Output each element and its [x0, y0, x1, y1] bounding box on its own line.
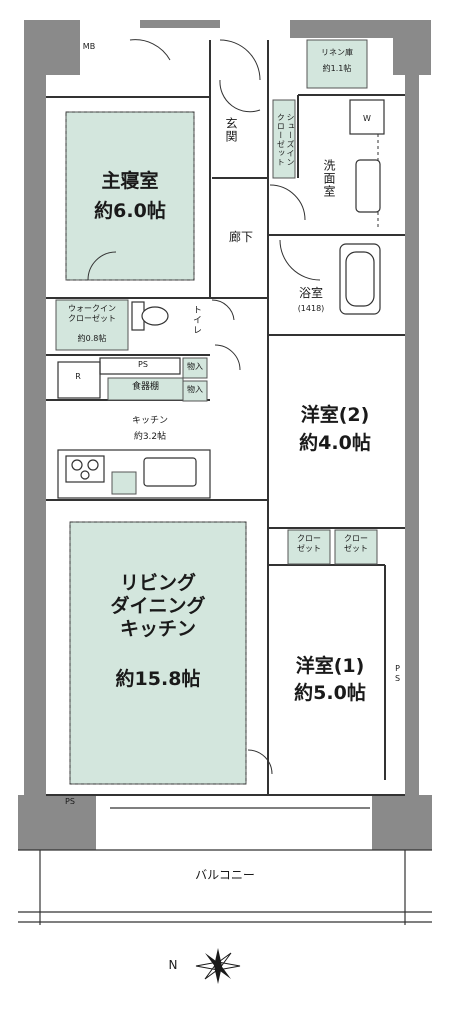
- washer-label: W: [363, 114, 371, 123]
- western-room-2-size: 約4.0帖: [299, 432, 371, 454]
- linen-storage-name: リネン庫: [321, 48, 353, 57]
- toilet-fixture: [131, 301, 169, 331]
- kitchen-counter: [57, 357, 211, 499]
- master-bedroom-fill: [65, 111, 195, 281]
- compass-north-label: N: [168, 958, 178, 972]
- room-fills: [55, 39, 378, 785]
- walk-in-closet-size: 約0.8帖: [77, 334, 107, 343]
- washroom-name: 洗面室: [322, 158, 336, 198]
- closet-b-fill: [334, 529, 378, 565]
- kitchen-size: 約3.2帖: [133, 432, 167, 442]
- ps-top-label: PS: [138, 360, 148, 369]
- mb-label: MB: [82, 42, 96, 51]
- washroom-fixtures: [349, 99, 385, 213]
- storage-b-fill: [182, 380, 208, 402]
- storage-a-label: 物入: [187, 362, 203, 371]
- bathroom-name: 浴室: [298, 286, 323, 300]
- refrigerator-label: R: [75, 372, 81, 381]
- western-room-1-name: 洋室(1): [295, 655, 365, 677]
- master-bedroom-name: 主寝室: [101, 170, 159, 192]
- linen-storage-size: 約1.1帖: [322, 64, 352, 73]
- ldk-fill: [69, 521, 247, 785]
- ps-bottom-label: PS: [65, 797, 75, 806]
- structural-walls: [18, 20, 432, 850]
- bathtub: [339, 243, 381, 315]
- linen-storage-fill: [306, 39, 368, 89]
- balcony-name: バルコニー: [195, 868, 255, 882]
- refrigerator-space: [57, 361, 101, 399]
- storage-b-label: 物入: [187, 385, 203, 394]
- corridor-name: 廊下: [228, 230, 253, 244]
- walk-in-closet-name: ウォークイン クローゼット: [68, 304, 116, 323]
- kitchen-mat-fill: [111, 471, 137, 495]
- shoe-closet-name: シューズイン クローゼット: [276, 113, 295, 167]
- ps-side-label: PS: [393, 664, 402, 684]
- master-bedroom-size: 約6.0帖: [94, 200, 166, 222]
- closet-a-fill: [287, 529, 331, 565]
- kitchen-name: キッチン: [131, 416, 168, 426]
- ldk-size: 約15.8帖: [115, 668, 201, 690]
- closet-a-label: クロー ゼット: [297, 534, 321, 553]
- dish-cabinet-label: 食器棚: [131, 382, 159, 392]
- ldk-name: リビング ダイニング キッチン: [110, 572, 206, 640]
- ps-shaft-top: [99, 357, 181, 375]
- bathroom-size: (1418): [297, 304, 325, 313]
- closet-b-label: クロー ゼット: [344, 534, 368, 553]
- compass-rose: [195, 948, 241, 984]
- western-room-1-size: 約5.0帖: [294, 682, 366, 704]
- storage-a-fill: [182, 357, 208, 379]
- shoe-closet-fill: [272, 99, 296, 179]
- stove: [65, 455, 105, 483]
- balcony-area: [18, 807, 432, 925]
- doors: [87, 39, 321, 775]
- entrance-name: 玄関: [224, 117, 238, 143]
- toilet-name: トイレ: [191, 305, 201, 335]
- western-room-2-name: 洋室(2): [300, 404, 370, 426]
- kitchen-sink: [143, 457, 197, 487]
- walk-in-closet-fill: [55, 299, 129, 351]
